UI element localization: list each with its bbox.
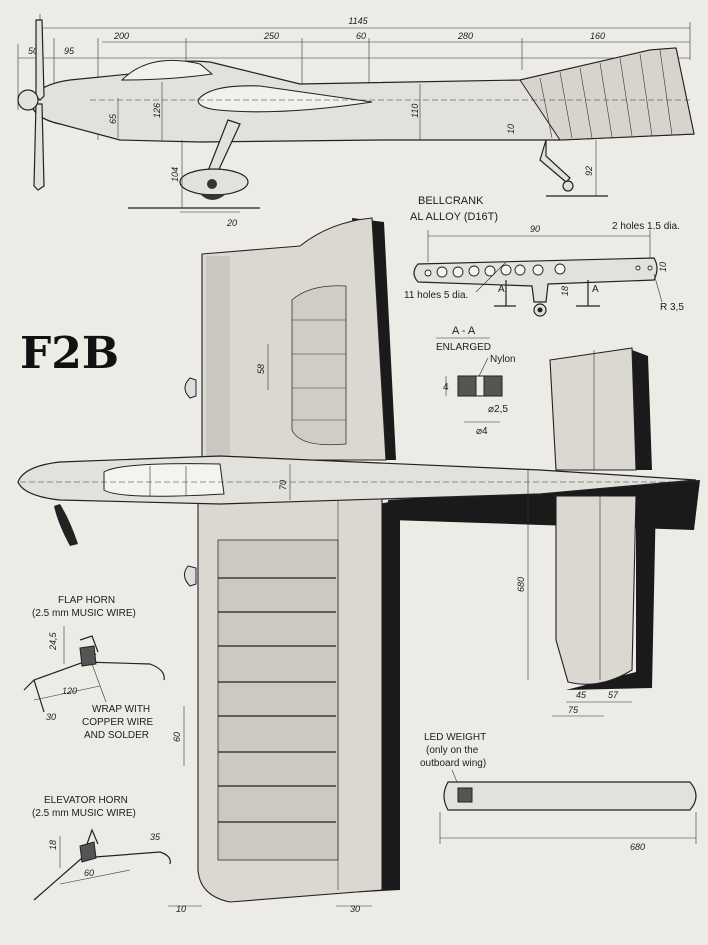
flap-horn-note-2: COPPER WIRE <box>82 717 153 728</box>
plan-dim-57: 57 <box>608 690 619 700</box>
section-aa-material: Nylon <box>490 354 516 365</box>
bellcrank-dim-18: 18 <box>560 286 570 296</box>
flap-horn-title: FLAP HORN <box>58 595 115 606</box>
plan-dim-70: 70 <box>278 480 288 490</box>
section-aa-title: A - A <box>452 325 476 337</box>
lead-weight-detail: LED WEIGHT (only on the outboard wing) 6… <box>420 732 697 852</box>
elevator-horn-dim-35: 35 <box>150 832 161 842</box>
elevator-horn-detail: ELEVATOR HORN (2.5 mm MUSIC WIRE) 18 35 … <box>32 795 171 901</box>
bellcrank-radius: R 3,5 <box>660 302 684 313</box>
section-aa-dim-4: 4 <box>443 382 449 393</box>
bellcrank-small-holes: 2 holes 1.5 dia. <box>612 221 680 232</box>
plan-wing-ribs <box>218 577 336 823</box>
flap-horn-dim-30: 30 <box>46 712 56 722</box>
side-view: 1145 50 95 200 250 60 280 160 <box>17 14 695 228</box>
elevator-horn-title: ELEVATOR HORN <box>44 795 128 806</box>
bellcrank-section-a-right: A <box>592 284 599 295</box>
dim-126: 126 <box>152 103 162 118</box>
lead-weight-wingtip <box>443 781 697 811</box>
section-aa-dim-25: ⌀2,5 <box>488 404 508 415</box>
bellcrank-dim-90: 90 <box>530 224 540 234</box>
dim-h10: 10 <box>506 124 516 134</box>
section-aa-dim-4dia: ⌀4 <box>476 426 488 437</box>
side-tailwheel <box>539 139 571 183</box>
dim-overall: 1145 <box>348 16 368 26</box>
plan-dim-680: 680 <box>516 577 526 592</box>
plan-title: F2B <box>20 328 119 379</box>
plan-canopy <box>103 463 225 497</box>
dim-nose: 50 <box>28 46 38 56</box>
bellcrank-detail: BELLCRANK AL ALLOY (D16T) 90 2 holes 1.5… <box>404 195 684 317</box>
side-canopy <box>120 59 214 81</box>
dim-110: 110 <box>410 104 420 118</box>
bellcrank-dim-10: 10 <box>658 262 668 272</box>
dim-160: 160 <box>590 31 605 41</box>
dim-65: 65 <box>108 113 118 124</box>
lead-weight-note-1: (only on the <box>426 745 479 756</box>
flap-horn-material: (2.5 mm MUSIC WIRE) <box>32 608 136 619</box>
dim-wheel-20: 20 <box>226 218 237 228</box>
bellcrank-big-holes: 11 holes 5 dia. <box>404 290 468 301</box>
bellcrank-material: AL ALLOY (D16T) <box>410 211 498 223</box>
lead-weight-title: LED WEIGHT <box>424 732 486 743</box>
lead-weight-note-2: outboard wing) <box>420 758 486 769</box>
dim-250: 250 <box>263 31 279 41</box>
plan-dim-75: 75 <box>568 705 579 715</box>
plan-dim-60: 60 <box>172 732 182 742</box>
plan-stab-lower <box>555 495 637 685</box>
flap-horn-dim-245: 24,5 <box>48 631 58 651</box>
dim-95: 95 <box>64 46 75 56</box>
section-aa-subtitle: ENLARGED <box>436 342 491 353</box>
elevator-horn-material: (2.5 mm MUSIC WIRE) <box>32 808 136 819</box>
flap-horn-dim-120: 120 <box>62 686 77 696</box>
dim-60: 60 <box>356 31 366 41</box>
plan-dim-58: 58 <box>256 364 266 374</box>
section-aa: A - A ENLARGED Nylon 4 ⌀2,5 ⌀4 <box>436 325 516 437</box>
dim-104: 104 <box>170 167 180 182</box>
dim-280: 280 <box>457 31 473 41</box>
elevator-horn-dim-18: 18 <box>48 840 58 850</box>
plan-dim-45: 45 <box>576 690 587 700</box>
plan-dim-30: 30 <box>350 904 360 914</box>
plan-dim-10: 10 <box>176 904 186 914</box>
elevator-horn-dim-60: 60 <box>84 868 94 878</box>
dim-200: 200 <box>113 31 129 41</box>
plan-stab-upper <box>549 347 637 471</box>
flap-horn-note-1: WRAP WITH <box>92 704 150 715</box>
side-spinner <box>17 89 39 111</box>
plan-view: 58 60 10 30 70 <box>17 217 700 914</box>
side-wing-airfoil <box>197 85 373 113</box>
plan-prop-blade <box>54 504 78 546</box>
side-propeller <box>35 19 45 101</box>
lead-weight-dim-680: 680 <box>630 842 645 852</box>
flap-horn-note-3: AND SOLDER <box>84 730 149 741</box>
bellcrank-section-a-left: A <box>498 284 505 295</box>
flap-horn-detail: FLAP HORN (2.5 mm MUSIC WIRE) 24,5 120 3… <box>23 595 165 741</box>
bellcrank-title: BELLCRANK <box>418 195 484 207</box>
dim-92: 92 <box>584 166 594 176</box>
